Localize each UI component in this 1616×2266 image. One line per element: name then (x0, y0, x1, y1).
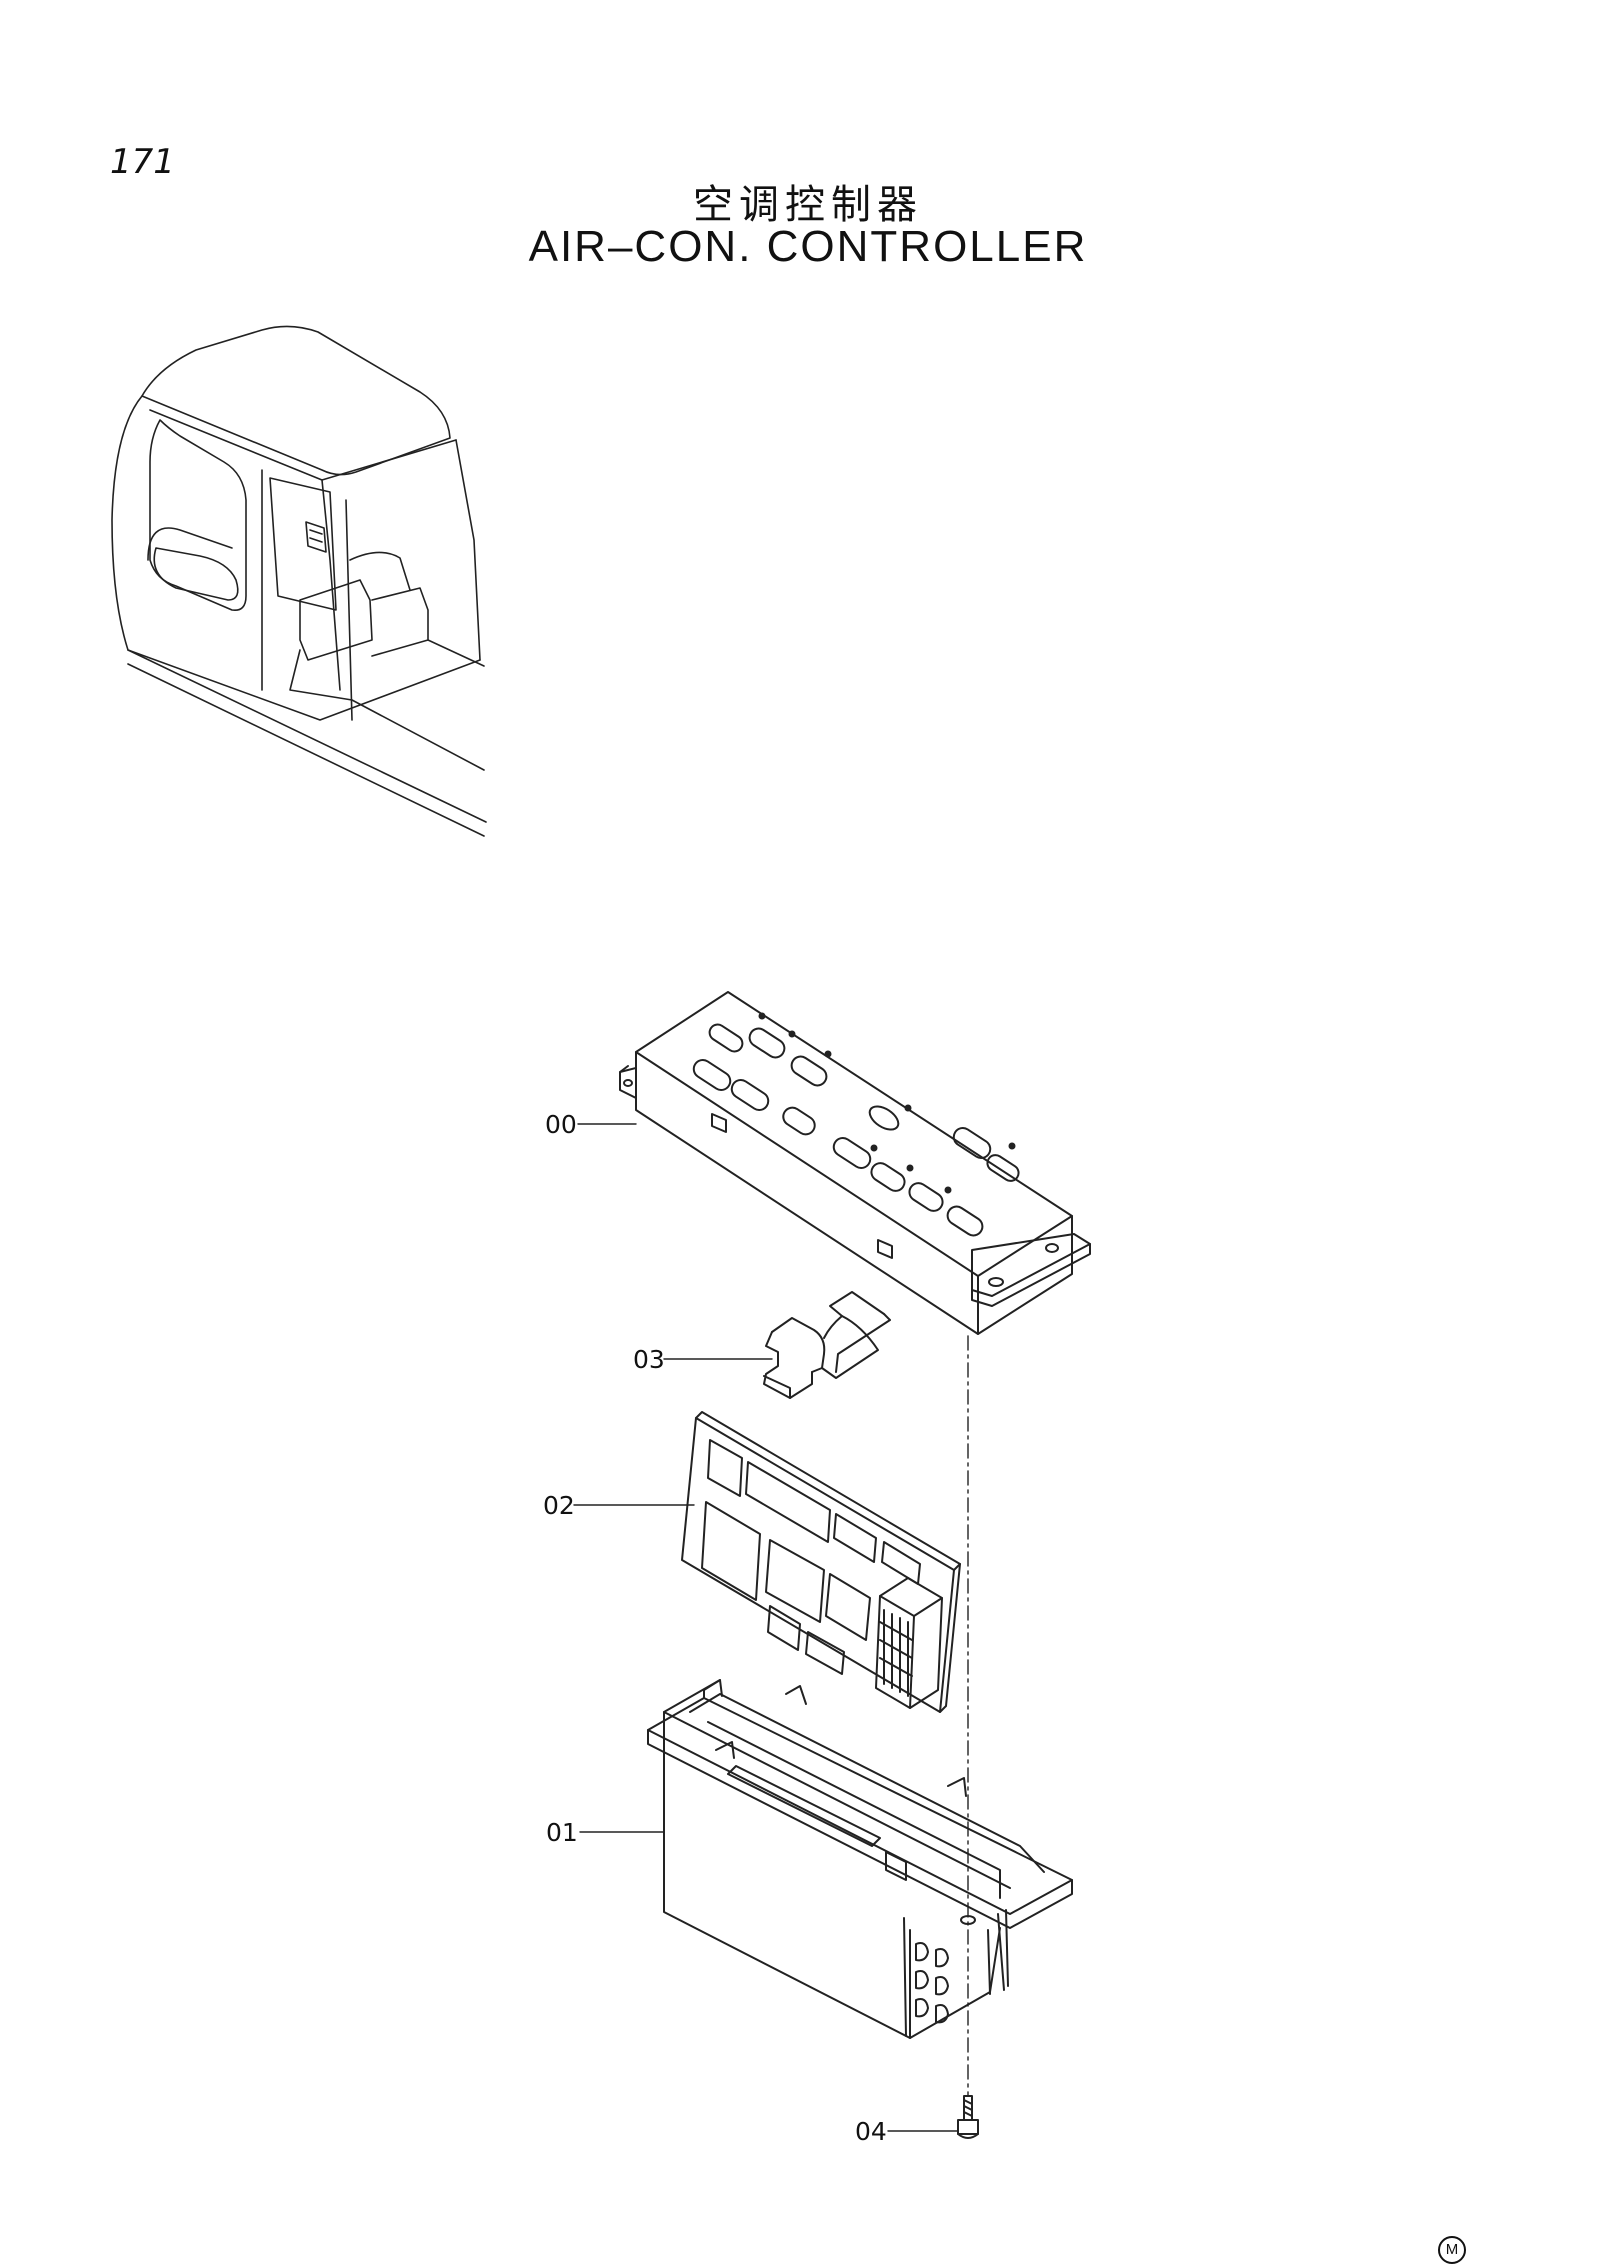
m-mark-symbol: M (1438, 2236, 1466, 2264)
title-chinese: 空调控制器 (693, 182, 923, 228)
part-01-case (647, 1679, 1073, 2039)
leader-lines (573, 1123, 959, 2132)
callout-02: 02 (543, 1491, 575, 1520)
cab-location-illustration (111, 325, 487, 837)
title-english: AIR–CON. CONTROLLER (528, 222, 1088, 271)
callout-00: 00 (545, 1110, 577, 1139)
callout-03: 03 (633, 1345, 665, 1374)
part-02-circuit-board (681, 1411, 961, 1713)
part-03-clip (763, 1291, 891, 1399)
part-00-control-panel (619, 991, 1091, 1335)
part-04-screw (957, 1335, 979, 2139)
page-number: 171 (110, 142, 175, 182)
callout-01: 01 (546, 1818, 578, 1847)
callout-04: 04 (855, 2117, 887, 2146)
